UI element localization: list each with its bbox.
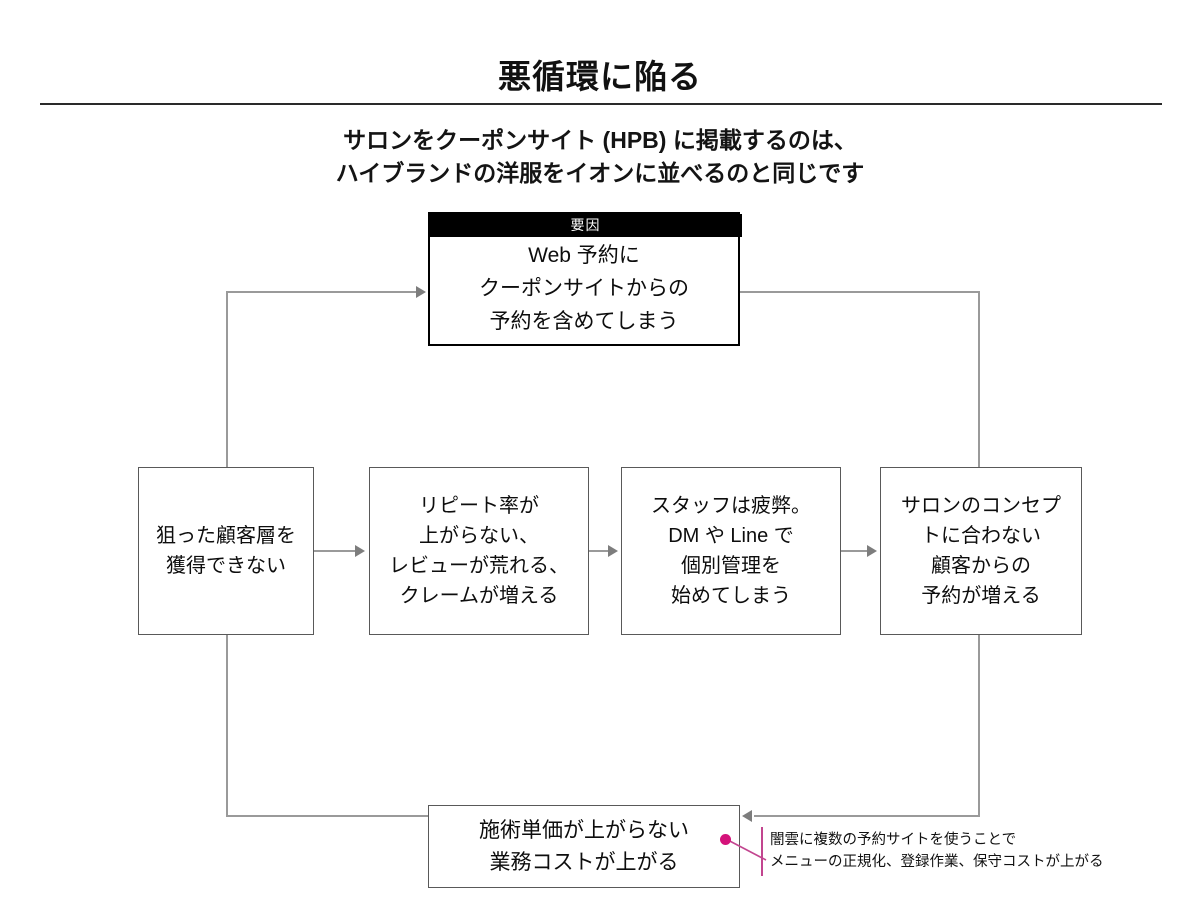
subtitle-line-1: サロンをクーポンサイト (HPB) に掲載するのは、 — [343, 127, 857, 153]
connector-d-to-e-vertical — [978, 635, 980, 817]
node-c: スタッフは疲弊。 DM や Line で 個別管理を 始めてしまう — [621, 467, 841, 635]
callout-line-2: メニューの正規化、登録作業、保守コストが上がる — [770, 854, 1104, 870]
node-e-line-1: 施術単価が上がらない — [479, 818, 689, 842]
arrowhead-into-cause — [416, 286, 426, 298]
arrowhead-into-d — [867, 545, 877, 557]
callout-line-1: 闇雲に複数の予約サイトを使うことで — [770, 832, 1017, 848]
node-d-line-4: 予約が増える — [921, 585, 1041, 607]
title-divider — [40, 103, 1162, 105]
node-a: 狙った顧客層を 獲得できない — [138, 467, 314, 635]
arrowhead-into-c — [608, 545, 618, 557]
arrowhead-into-b — [355, 545, 365, 557]
node-c-line-4: 始めてしまう — [671, 585, 791, 607]
node-c-line-3: 個別管理を — [681, 555, 781, 577]
subtitle-line-2: ハイブランドの洋服をイオンに並べるのと同じです — [335, 160, 865, 186]
node-cause-line-3: 予約を含めてしまう — [489, 310, 679, 333]
node-a-line-1: 狙った顧客層を — [156, 525, 296, 547]
node-b-line-3: レビューが荒れる、 — [389, 555, 569, 577]
node-cause-line-2: クーポンサイトからの — [479, 277, 689, 300]
node-b: リピート率が 上がらない、 レビューが荒れる、 クレームが増える — [369, 467, 589, 635]
node-d-line-2: トに合わない — [921, 525, 1041, 547]
connector-a-to-e-horizontal — [226, 815, 430, 817]
connector-a-to-cause-vertical — [226, 291, 228, 469]
connector-cause-to-d-horizontal — [740, 291, 980, 293]
connector-cause-to-d-vertical — [978, 291, 980, 469]
connector-b-to-c — [589, 550, 611, 552]
node-b-line-2: 上がらない、 — [419, 525, 539, 547]
node-e: 施術単価が上がらない 業務コストが上がる — [428, 805, 740, 888]
node-cause-header: 要因 — [429, 213, 742, 237]
node-b-line-1: リピート率が — [419, 495, 539, 517]
subtitle: サロンをクーポンサイト (HPB) に掲載するのは、 ハイブランドの洋服をイオン… — [0, 124, 1200, 190]
node-cause: 要因 Web 予約に クーポンサイトからの 予約を含めてしまう — [428, 212, 742, 346]
node-c-line-1: スタッフは疲弊。 — [651, 495, 811, 517]
connector-d-to-e-horizontal — [754, 815, 980, 817]
arrowhead-into-e — [742, 810, 752, 822]
node-e-line-2: 業務コストが上がる — [489, 850, 679, 874]
node-d-line-3: 顧客からの — [931, 555, 1031, 577]
connector-c-to-d — [841, 550, 870, 552]
node-cause-body: Web 予約に クーポンサイトからの 予約を含めてしまう — [479, 236, 689, 338]
node-b-line-4: クレームが増える — [399, 585, 559, 607]
callout-text: 闇雲に複数の予約サイトを使うことで メニューの正規化、登録作業、保守コストが上が… — [770, 829, 1190, 873]
connector-a-to-e-vertical — [226, 635, 228, 817]
node-d: サロンのコンセプ トに合わない 顧客からの 予約が増える — [880, 467, 1082, 635]
callout-leader-line — [723, 837, 767, 861]
node-d-line-1: サロンのコンセプ — [901, 495, 1061, 517]
connector-a-to-b — [314, 550, 359, 552]
callout-accent-bar — [761, 827, 763, 876]
connector-a-to-cause-horizontal — [226, 291, 419, 293]
callout-marker-dot — [720, 834, 731, 845]
page-title: 悪循環に陥る — [498, 58, 702, 95]
node-cause-line-1: Web 予約に — [528, 244, 640, 267]
node-c-line-2: DM や Line で — [668, 525, 794, 547]
node-a-line-2: 獲得できない — [166, 555, 286, 577]
